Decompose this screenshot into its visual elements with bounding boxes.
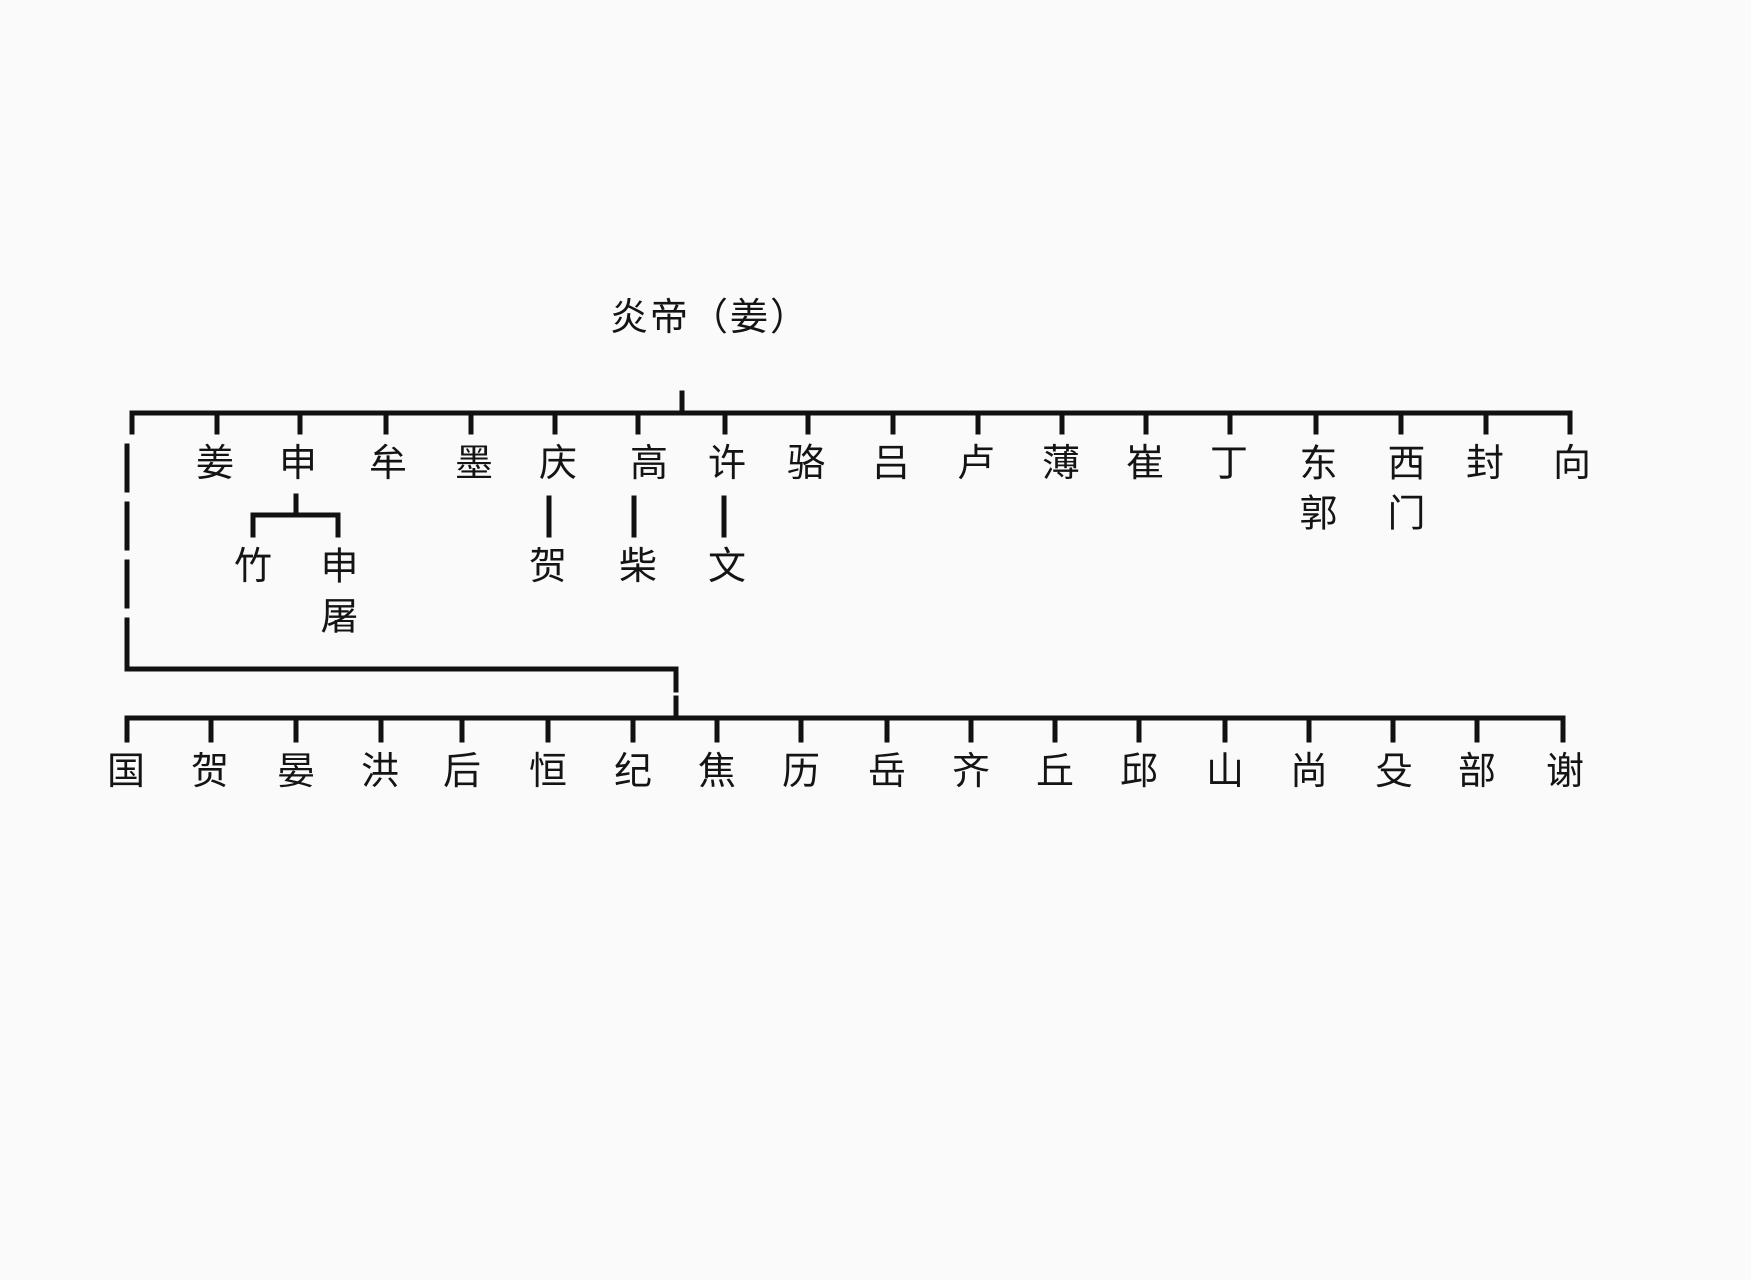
row1-node-gao: 高 (629, 441, 669, 485)
row2-node-qiu: 丘 (1035, 749, 1075, 793)
row2-node-yan: 晏 (276, 749, 316, 793)
row1-node-dongguo: 东郭 (1293, 443, 1337, 543)
row2-node-hou: 后 (442, 749, 482, 793)
row2-node-ji: 纪 (613, 749, 653, 793)
row1-node-qing: 庆 (538, 441, 578, 485)
row2-node-guo: 国 (106, 749, 146, 793)
row2-node-shang: 尚 (1289, 749, 1329, 793)
row2-node-heng: 恒 (528, 749, 568, 793)
row2-node-qiu2: 邱 (1119, 749, 1159, 793)
row2-node-shan: 山 (1205, 749, 1245, 793)
child-node-chai: 柴 (618, 544, 658, 588)
child-node-wen: 文 (707, 544, 747, 588)
child-node-zhu: 竹 (233, 544, 273, 588)
child-node-shentu: 申屠 (314, 546, 358, 646)
row1-node-ximen: 西门 (1381, 443, 1425, 543)
row1-node-shen: 申 (278, 441, 318, 485)
row1-node-lu: 卢 (956, 441, 996, 485)
row1-node-xu: 许 (707, 441, 747, 485)
row2-node-shu: 殳 (1374, 749, 1414, 793)
row1-node-cui: 崔 (1125, 441, 1165, 485)
row1-node-mo: 墨 (454, 441, 494, 485)
root-node-yandi: 炎帝（姜） (609, 295, 811, 339)
row2-node-yue: 岳 (867, 749, 907, 793)
row1-node-bo: 薄 (1041, 441, 1081, 485)
row2-node-hong: 洪 (360, 749, 400, 793)
row1-node-mou: 牟 (368, 441, 408, 485)
row1-node-luo: 骆 (786, 441, 826, 485)
row1-node-lv: 吕 (871, 441, 911, 485)
row1-node-ding: 丁 (1209, 441, 1249, 485)
row2-node-he: 贺 (190, 749, 230, 793)
row1-node-xiang: 向 (1552, 441, 1592, 485)
row1-node-feng: 封 (1465, 441, 1505, 485)
row2-node-li: 历 (781, 749, 821, 793)
row2-node-bu: 部 (1457, 749, 1497, 793)
row2-node-xie: 谢 (1545, 749, 1585, 793)
row2-node-qi: 齐 (951, 749, 991, 793)
child-node-he: 贺 (528, 544, 568, 588)
row2-node-jiao: 焦 (697, 749, 737, 793)
row1-node-jiang: 姜 (195, 441, 235, 485)
